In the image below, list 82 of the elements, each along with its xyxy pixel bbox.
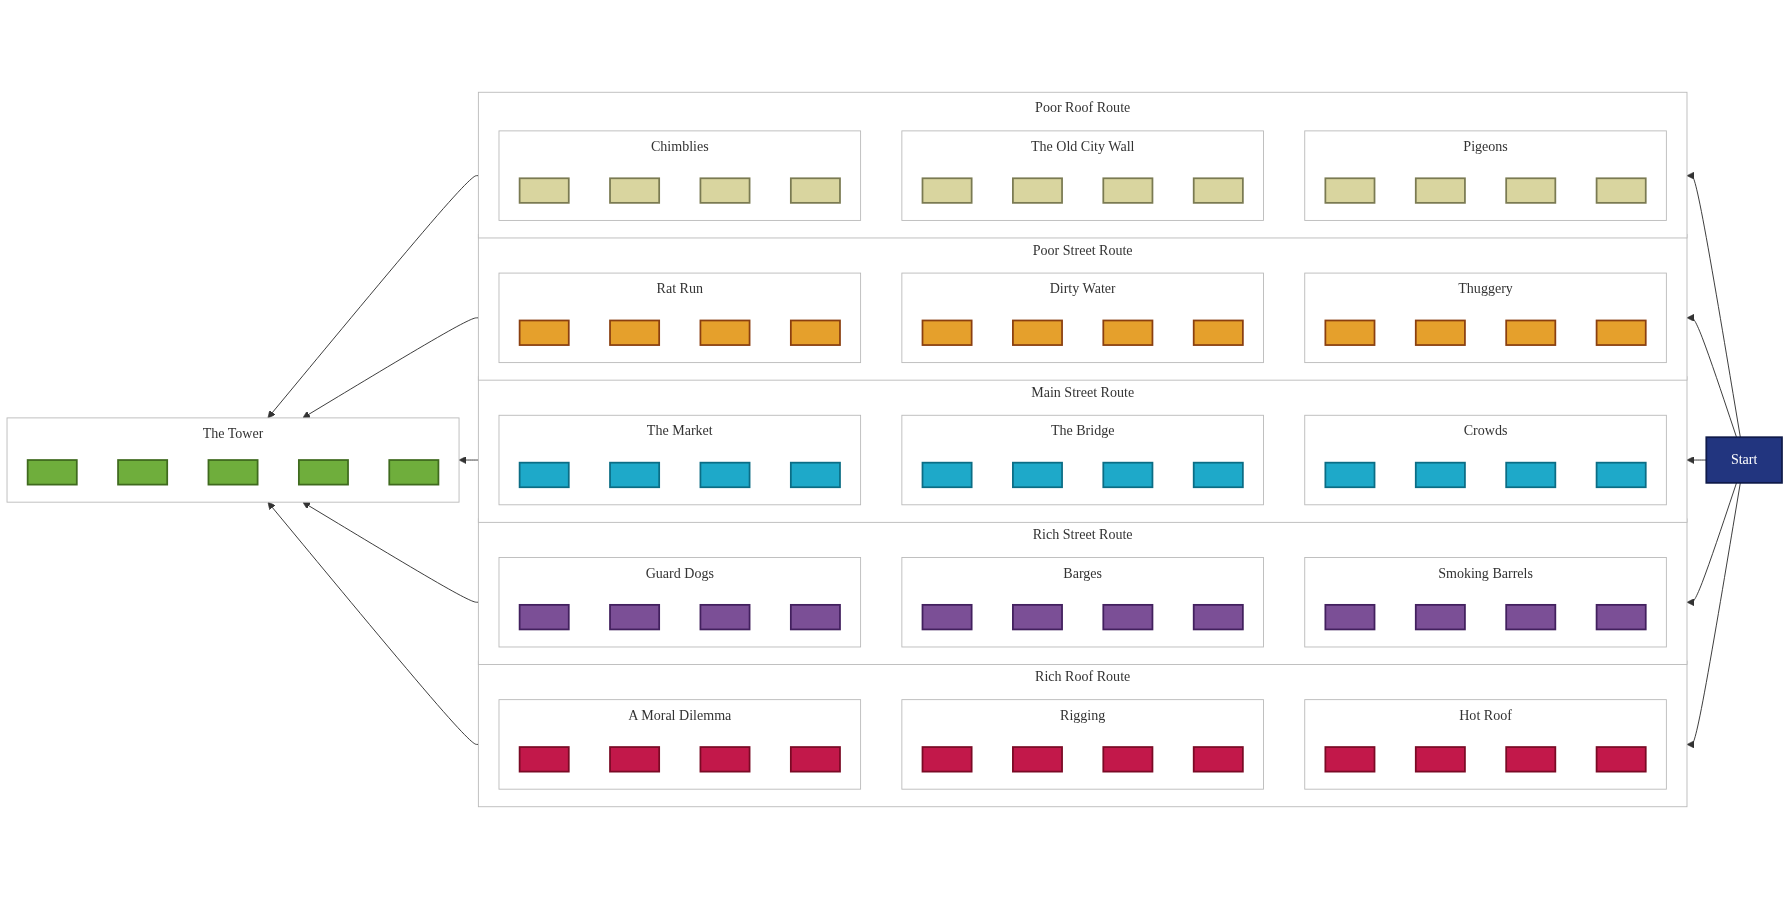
node-box (388, 459, 440, 486)
node-box (1192, 177, 1244, 204)
node-box (789, 746, 841, 773)
cluster: Thuggery (1304, 272, 1667, 364)
node-box (1102, 746, 1154, 773)
node-box (1102, 177, 1154, 204)
node-box (789, 319, 841, 346)
node-box (1192, 746, 1244, 773)
node-box (789, 461, 841, 489)
node-box (1595, 461, 1647, 489)
node-box (1324, 461, 1376, 489)
cluster: A Moral Dilemma (498, 699, 862, 790)
node-box (207, 459, 259, 486)
cluster: Rigging (901, 699, 1264, 790)
node-box (1505, 461, 1557, 489)
cluster: Chimblies (498, 130, 862, 221)
node-box (1324, 746, 1376, 773)
node-box (518, 746, 570, 773)
node-box (609, 177, 661, 204)
node-box (1324, 177, 1376, 204)
cluster: Hot Roof (1304, 699, 1667, 790)
cluster: Crowds (1304, 414, 1667, 506)
node-box: Start (1705, 436, 1783, 484)
node-box (26, 459, 78, 486)
cluster: Guard Dogs (498, 557, 862, 648)
node-box (699, 319, 751, 346)
node-box (789, 177, 841, 204)
node-box (1324, 604, 1376, 631)
node-box (1012, 177, 1063, 204)
node-box (1102, 461, 1154, 489)
node-box (609, 604, 661, 631)
node-box (1414, 461, 1466, 489)
cluster: The Tower (6, 417, 460, 503)
node-box (298, 459, 349, 486)
node-box (518, 461, 570, 489)
node-box (699, 604, 751, 631)
node-box (921, 604, 973, 631)
node-box (921, 319, 973, 346)
node-box (1192, 319, 1244, 346)
node-box (1102, 319, 1154, 346)
node-box (1012, 604, 1063, 631)
node-box (1414, 746, 1466, 773)
cluster: Smoking Barrels (1304, 557, 1667, 648)
node-box (1192, 461, 1244, 489)
node-box (117, 459, 169, 486)
cluster: The Bridge (901, 414, 1264, 506)
cluster: Barges (901, 557, 1264, 648)
node-box (1505, 604, 1557, 631)
node-box (921, 177, 973, 204)
node-box (609, 461, 661, 489)
node-box (518, 319, 570, 346)
node-box (518, 177, 570, 204)
node-box (1102, 604, 1154, 631)
node-box (1595, 177, 1647, 204)
cluster: Dirty Water (901, 272, 1264, 364)
node-box (1192, 604, 1244, 631)
node-box (1595, 746, 1647, 773)
node-box (1324, 319, 1376, 346)
cluster: Pigeons (1304, 130, 1667, 221)
node-box (921, 746, 973, 773)
node-box (1505, 746, 1557, 773)
node-box (1505, 177, 1557, 204)
node-box (1505, 319, 1557, 346)
node-box (1414, 319, 1466, 346)
node-box (609, 746, 661, 773)
node-box (1595, 319, 1647, 346)
node-box (1012, 461, 1063, 489)
node-box (699, 177, 751, 204)
node-box (1414, 177, 1466, 204)
cluster: The Old City Wall (901, 130, 1264, 221)
node-box (789, 604, 841, 631)
cluster: Rat Run (498, 272, 862, 364)
node-box (1414, 604, 1466, 631)
node-box (699, 461, 751, 489)
cluster: The Market (498, 414, 862, 506)
node-box (921, 461, 973, 489)
node-box (1595, 604, 1647, 631)
node-box (518, 604, 570, 631)
node-box (1012, 746, 1063, 773)
node-box (699, 746, 751, 773)
node-box (1012, 319, 1063, 346)
node-box (609, 319, 661, 346)
